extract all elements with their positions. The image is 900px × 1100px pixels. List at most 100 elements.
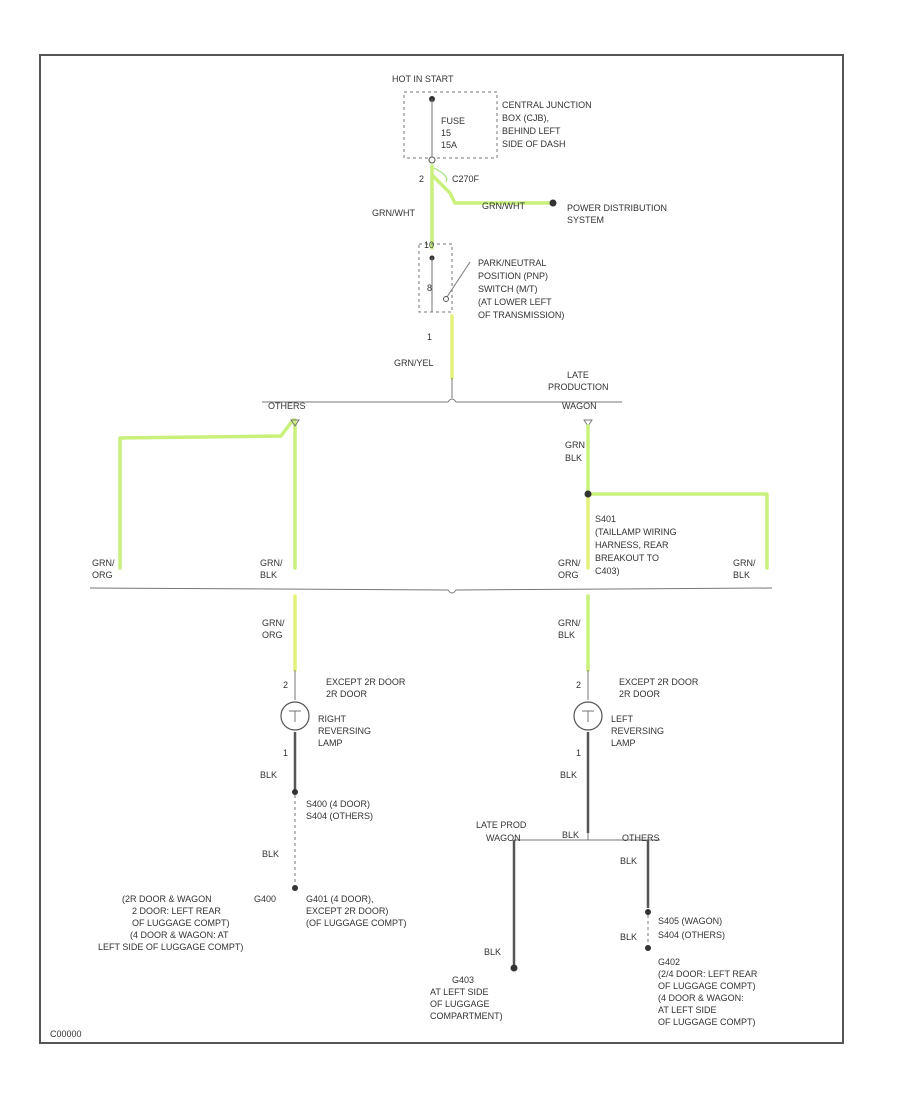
diagram-frame — [39, 54, 844, 1044]
fuse-line-1: FUSE — [441, 116, 465, 126]
ground-far-5: AT LEFT SIDE — [658, 1005, 717, 1015]
switch-arm — [444, 261, 471, 301]
switch-outline — [418, 243, 453, 313]
switch-pivot — [443, 296, 449, 302]
right-lamp-ground-wire-label: BLK — [260, 770, 277, 780]
power-feed: 2 C270F GRN/WHT GRN/WHT POWER DISTRIBUTI… — [372, 164, 667, 250]
right-ground-right-2: EXCEPT 2R DOOR) — [306, 906, 388, 916]
left-lamp-ground-wire-label: BLK — [560, 770, 577, 780]
left-lamp-pin-top: 2 — [576, 680, 581, 690]
wire-grn-blk-far-right — [586, 492, 769, 570]
wire-label-grn-yel: GRN/YEL — [394, 358, 434, 368]
ground-mid-3: OF LUGGAGE — [430, 999, 490, 1009]
wire-label-right-upper-2: BLK — [565, 453, 582, 463]
left-lamp-name-2: REVERSING — [611, 726, 664, 736]
fuse-location-4: SIDE OF DASH — [502, 139, 566, 149]
right-ground-left-1: (2R DOOR & WAGON — [122, 894, 212, 904]
ground-mid-4: COMPARTMENT) — [430, 1011, 503, 1021]
right-ground-left-4: (4 DOOR & WAGON: AT — [130, 930, 229, 940]
wire-label-d-1: GRN/ — [733, 558, 756, 568]
fuse-bottom-terminal — [428, 156, 436, 164]
right-ground-left-3: OF LUGGAGE COMPT) — [132, 918, 230, 928]
connector-curve — [433, 167, 448, 183]
junction-box-outline — [403, 91, 498, 159]
right-lamp-splice-2: S404 (OTHERS) — [306, 811, 373, 821]
right-lamp-note-1: EXCEPT 2R DOOR — [326, 677, 406, 687]
others-wire-label: BLK — [620, 856, 637, 866]
late-prod-ground-terminal — [510, 964, 518, 972]
others-splice-2: S404 (OTHERS) — [658, 930, 725, 940]
switch-desc-2: POSITION (PNP) — [478, 271, 548, 281]
pnp-switch: 10 8 PARK/NEUTRAL POSITION (PNP) SWITCH … — [394, 240, 564, 380]
power-distribution-terminal — [549, 199, 557, 207]
ground-far-1: G402 — [658, 957, 680, 967]
splice-s401 — [584, 490, 592, 498]
right-ground-code: G400 — [254, 894, 276, 904]
power-dist-label-1: POWER DISTRIBUTION — [567, 203, 667, 213]
right-lamp-ground-wire-label-2: BLK — [262, 849, 279, 859]
switch-pin-10: 10 — [424, 240, 434, 250]
right-ground-left-2: 2 DOOR: LEFT REAR — [132, 906, 221, 916]
branch-production-label: PRODUCTION — [548, 382, 609, 392]
ground-far-4: (4 DOOR & WAGON: — [658, 993, 744, 1003]
wire-label-a-1: GRN/ — [92, 558, 115, 568]
left-reversing-lamp-circuit: GRN/ BLK EXCEPT 2R DOOR 2R DOOR 2 LEFT R… — [430, 594, 758, 1027]
right-lamp-splice-1: S400 (4 DOOR) — [306, 799, 370, 809]
left-lamp-wire-1: GRN/ — [558, 618, 581, 628]
right-ground-right-3: (OF LUGGAGE COMPT) — [306, 918, 407, 928]
left-lamp-name-1: LEFT — [611, 714, 634, 724]
right-lamp-note-2: 2R DOOR — [326, 689, 368, 699]
diagram-id: C00000 — [50, 1029, 82, 1039]
wire-label-b-2: BLK — [260, 570, 277, 580]
late-prod-wire-label: BLK — [484, 947, 501, 957]
wire-label-b-1: GRN/ — [260, 558, 283, 568]
left-lamp-filament — [582, 710, 594, 722]
splice-desc-3: HARNESS, REAR — [595, 540, 669, 550]
right-lamp-name-1: RIGHT — [318, 714, 347, 724]
fuse-location-2: BOX (CJB), — [502, 113, 549, 123]
wire-label-right-upper-1: GRN — [565, 440, 585, 450]
wire-label-d-2: BLK — [733, 570, 750, 580]
right-lamp-wire-1: GRN/ — [262, 618, 285, 628]
left-lamp-wire-2: BLK — [558, 630, 575, 640]
ground-branch-left-1: LATE PROD — [476, 820, 527, 830]
ground-mid-2: AT LEFT SIDE — [430, 987, 489, 997]
branch-late-label: LATE — [567, 370, 589, 380]
switch-desc-3: SWITCH (M/T) — [478, 284, 537, 294]
connector-id-label: C270F — [452, 174, 480, 184]
ground-branch-left-2: WAGON — [486, 833, 521, 843]
connector-arrow-right — [583, 419, 593, 427]
switch-desc-5: OF TRANSMISSION) — [478, 310, 564, 320]
upper-harness: GRN BLK S401 (TAILLAMP WIRING HARNESS, R… — [92, 418, 769, 580]
others-splice — [645, 909, 651, 915]
splice-desc-1: S401 — [595, 514, 616, 524]
ground-far-2: (2/4 DOOR: LEFT REAR — [658, 969, 758, 979]
branch-wagon-label: WAGON — [562, 401, 597, 411]
connector-arrow-left — [290, 419, 300, 427]
others-wire-label-2: BLK — [620, 932, 637, 942]
wire-grn-org-far-left — [118, 418, 295, 570]
right-lamp-name-2: REVERSING — [318, 726, 371, 736]
ground-mid-1: G403 — [452, 975, 474, 985]
ground-branch-right: OTHERS — [622, 833, 660, 843]
right-lamp-ground-terminal — [292, 885, 298, 891]
left-lamp-pin-bot: 1 — [576, 748, 581, 758]
switch-desc-4: (AT LOWER LEFT — [478, 297, 552, 307]
power-distribution-wire — [430, 173, 552, 205]
ground-far-6: OF LUGGAGE COMPT) — [658, 1017, 756, 1027]
wire-label-grn-wht-left: GRN/WHT — [372, 208, 415, 218]
right-lamp-splice — [292, 789, 298, 795]
left-lamp-note-1: EXCEPT 2R DOOR — [619, 677, 699, 687]
wire-label-a-2: ORG — [92, 570, 113, 580]
fuse-line-3: 15A — [441, 140, 457, 150]
right-lamp-wire-2: ORG — [262, 630, 283, 640]
left-lamp-name-3: LAMP — [611, 738, 636, 748]
right-ground-left-5: LEFT SIDE OF LUGGAGE COMPT) — [98, 942, 243, 952]
right-lamp-filament — [289, 710, 301, 722]
splice-desc-2: (TAILLAMP WIRING — [595, 527, 677, 537]
wire-label-c-1: GRN/ — [558, 558, 581, 568]
right-reversing-lamp-circuit: GRN/ ORG EXCEPT 2R DOOR 2R DOOR 2 RIGHT … — [98, 594, 407, 952]
fuse-source-label: HOT IN START — [392, 74, 454, 84]
fuse-block: HOT IN START FUSE 15 15A CENTRAL JUNCTIO… — [392, 74, 592, 164]
right-lamp-pin-top: 2 — [283, 680, 288, 690]
